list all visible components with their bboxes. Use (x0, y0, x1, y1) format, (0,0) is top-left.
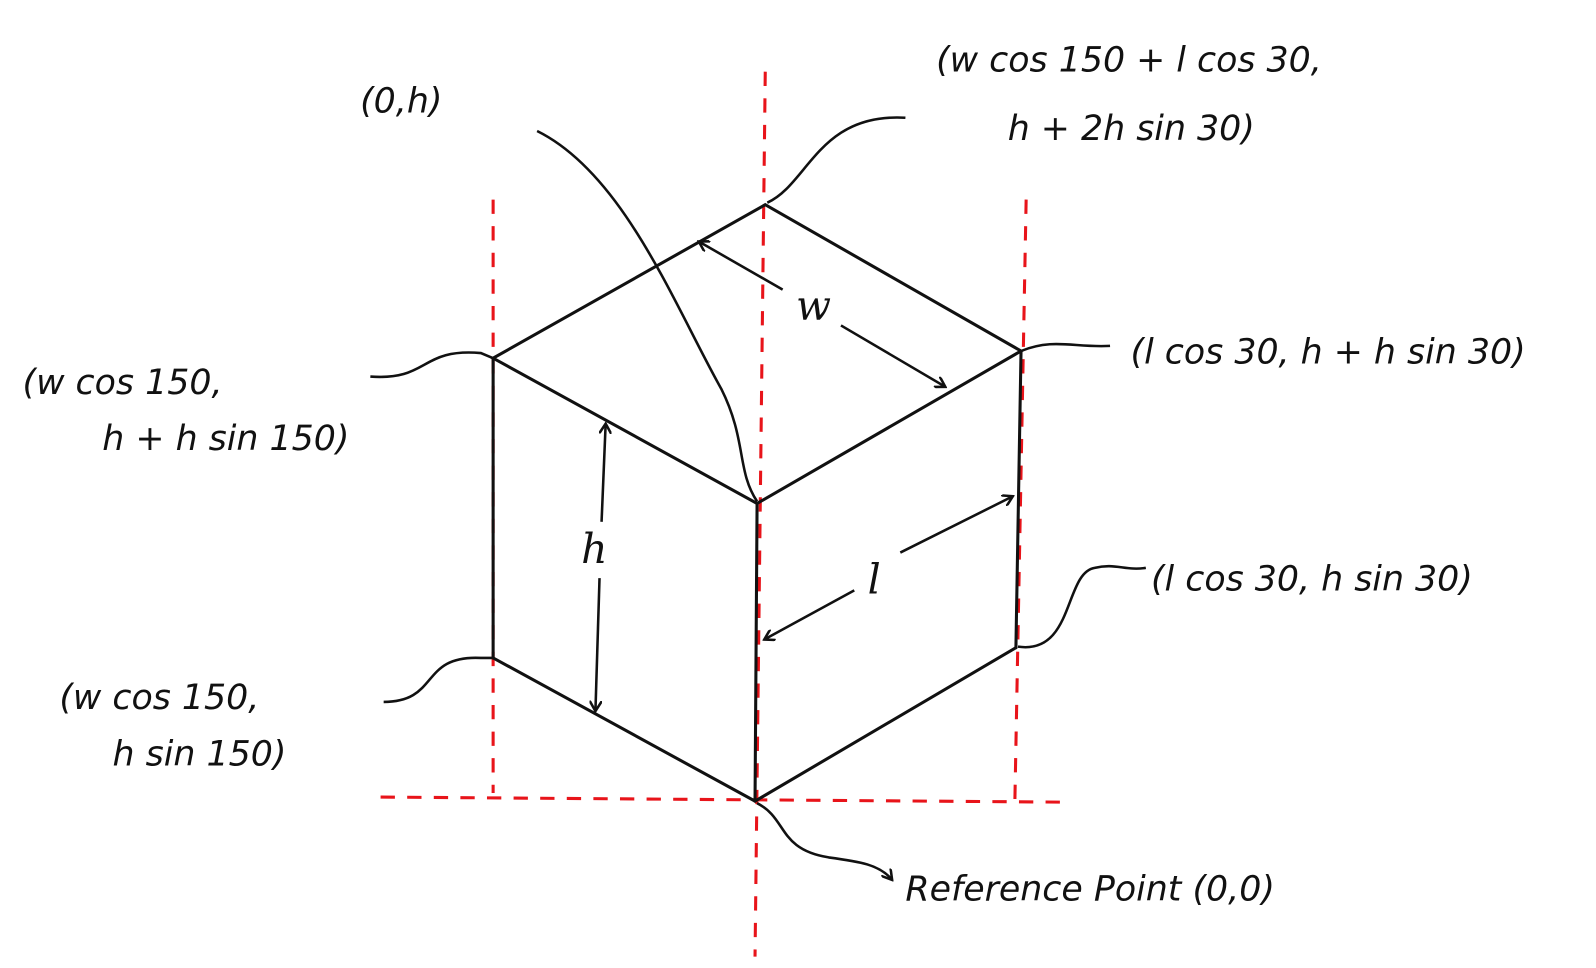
dimension-w-label: w (796, 281, 831, 329)
dimension-l: l (764, 496, 1013, 639)
leader-left-bottom (383, 656, 494, 704)
box-edge (491, 656, 757, 803)
box-edge (753, 646, 1018, 803)
arrow-icon (840, 324, 945, 386)
leader-origin-top (536, 129, 759, 503)
arrow-icon (699, 242, 784, 291)
label-left-top-2: h + h sin 150) (102, 419, 349, 459)
leader-right-bottom (1017, 564, 1147, 649)
dimension-w: w (699, 242, 946, 387)
leader-reference (756, 802, 892, 880)
label-origin-top: (0,h) (360, 82, 442, 122)
label-top-vertex-2: h + 2h sin 30) (1008, 109, 1255, 149)
label-top-vertex-1: (w cos 150 + l cos 30, (936, 41, 1322, 81)
leader-lines (370, 116, 1147, 880)
dimension-l-label: l (868, 555, 881, 603)
guide-horizontal-base (380, 795, 1070, 804)
box-edge (753, 501, 759, 803)
dimension-h: h (581, 424, 607, 711)
label-right-bottom: (l cos 30, h sin 30) (1151, 559, 1473, 599)
guide-vertical-right (1013, 199, 1028, 801)
leader-left-top (370, 351, 494, 379)
leader-top-vertex (766, 116, 906, 204)
label-right-top: (l cos 30, h + h sin 30) (1131, 332, 1526, 372)
arrow-icon (764, 589, 855, 639)
arrow-icon (595, 578, 599, 711)
label-reference-point: Reference Point (0,0) (905, 869, 1274, 909)
arrow-icon (602, 424, 606, 522)
leader-right-top (1020, 342, 1111, 353)
guide-lines (380, 71, 1070, 957)
arrow-icon (899, 496, 1013, 554)
box-edge (1014, 349, 1023, 650)
box (489, 202, 1025, 803)
box-top-face (489, 202, 1025, 506)
label-left-bottom-2: h sin 150) (113, 734, 287, 774)
label-left-top-1: (w cos 150, (23, 363, 223, 403)
label-left-bottom-1: (w cos 150, (59, 678, 259, 718)
dimension-h-label: h (581, 525, 607, 573)
